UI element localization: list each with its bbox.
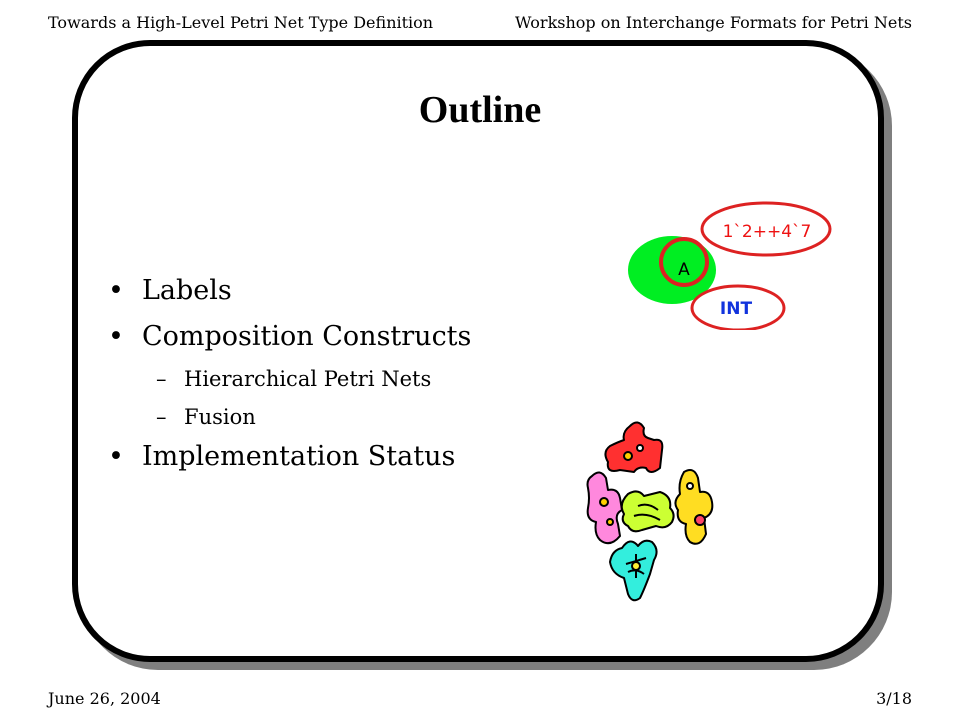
- petri-place-diagram: A 1`2++4`7 INT: [628, 201, 832, 330]
- sub-bullet-item: – Fusion: [108, 404, 471, 430]
- footer-date: June 26, 2004: [48, 689, 161, 708]
- puzzle-pieces-clipart: [586, 421, 714, 602]
- puzzle-piece-red: [604, 421, 664, 473]
- type-label: INT: [720, 299, 753, 319]
- bullet-item: • Composition Constructs: [108, 322, 471, 352]
- place-shape: [628, 236, 716, 304]
- bullet-item: • Labels: [108, 276, 471, 306]
- bullet-marker: •: [108, 441, 124, 472]
- marking-label: 1`2++4`7: [723, 222, 812, 242]
- bullet-marker: •: [108, 321, 124, 352]
- header-title-left: Towards a High-Level Petri Net Type Defi…: [48, 13, 434, 32]
- slide-frame: [72, 40, 884, 662]
- slide-title: Outline: [418, 89, 542, 131]
- sub-bullet-item: – Hierarchical Petri Nets: [108, 366, 471, 392]
- puzzle-piece-yellow: [674, 469, 714, 545]
- marking-label-ring: [700, 201, 832, 257]
- sub-bullet-marker: –: [156, 405, 167, 429]
- bullet-text: Composition Constructs: [142, 321, 472, 352]
- bullet-item: • Implementation Status: [108, 442, 471, 472]
- footer-page-number: 3/18: [876, 689, 912, 708]
- bullet-text: Labels: [142, 275, 232, 306]
- sub-bullet-marker: –: [156, 367, 167, 391]
- puzzle-piece-cyan: [609, 539, 658, 602]
- sub-bullet-list: – Hierarchical Petri Nets – Fusion: [108, 366, 471, 430]
- bullet-list: • Labels • Composition Constructs – Hier…: [108, 276, 471, 488]
- place-label: A: [678, 260, 690, 280]
- header-title-right: Workshop on Interchange Formats for Petr…: [514, 13, 912, 32]
- puzzle-piece-lime: [620, 490, 675, 533]
- place-label-ring: [659, 237, 709, 287]
- sub-bullet-text: Fusion: [184, 405, 256, 429]
- type-label-ring: [690, 284, 786, 330]
- bullet-text: Implementation Status: [142, 441, 456, 472]
- sub-bullet-text: Hierarchical Petri Nets: [184, 367, 432, 391]
- puzzle-piece-pink: [586, 471, 623, 545]
- bullet-marker: •: [108, 275, 124, 306]
